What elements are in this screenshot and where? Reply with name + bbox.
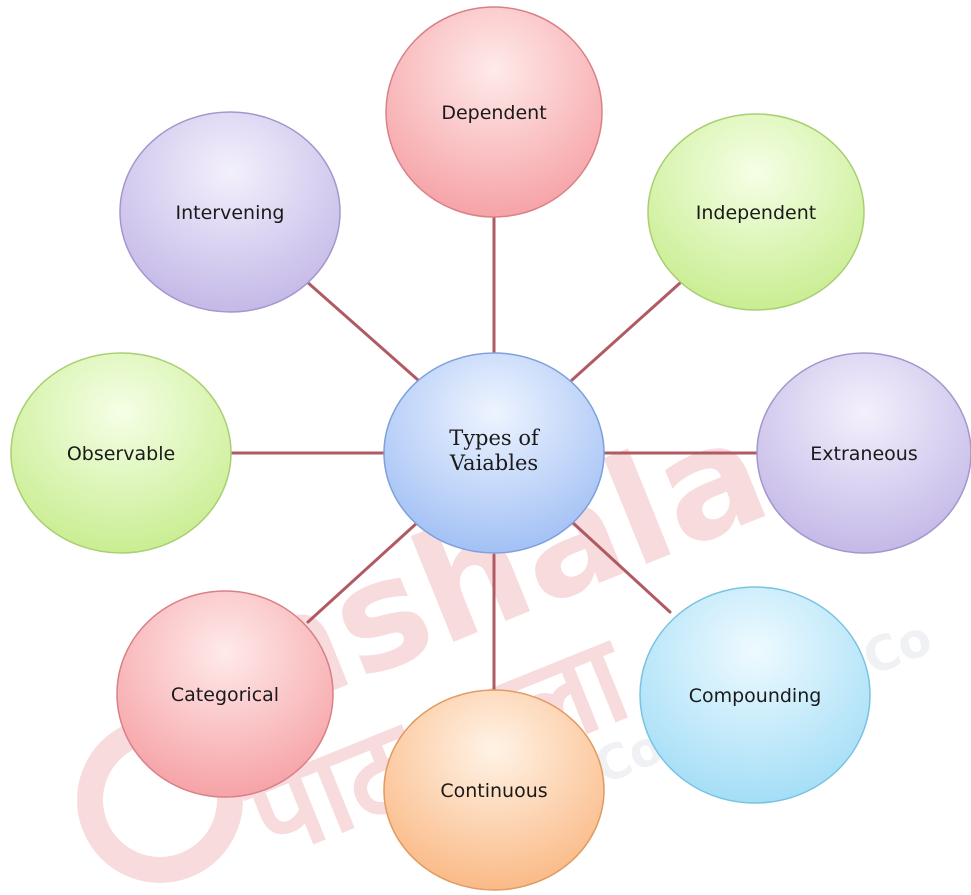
node-continuous: Continuous [383, 689, 605, 891]
node-continuous-circle [383, 689, 605, 891]
node-dependent-circle [385, 6, 603, 218]
node-compounding-label: Compounding [689, 685, 822, 707]
connector-independent [570, 281, 682, 382]
node-compounding: Compounding [639, 586, 871, 804]
node-categorical: Categorical [116, 590, 334, 798]
node-continuous-label: Continuous [440, 780, 547, 802]
node-extraneous-label: Extraneous [810, 443, 917, 465]
node-dependent-label: Dependent [441, 102, 546, 124]
node-dependent: Dependent [385, 6, 603, 218]
node-center-label-line1: Types of [449, 426, 541, 450]
node-center: Types of Vaiables [383, 352, 605, 554]
node-extraneous-circle [756, 352, 971, 554]
node-independent-circle [647, 113, 865, 311]
connector-intervening [304, 279, 420, 382]
node-independent: Independent [647, 113, 865, 311]
node-categorical-label: Categorical [171, 684, 279, 706]
node-intervening-label: Intervening [176, 202, 285, 224]
node-observable-circle [10, 352, 232, 554]
node-independent-label: Independent [696, 202, 816, 224]
node-observable: Observable [10, 352, 232, 554]
node-intervening-circle [119, 111, 341, 313]
node-extraneous: Extraneous [756, 352, 971, 554]
node-compounding-circle [639, 586, 871, 804]
node-center-circle [383, 352, 605, 554]
node-categorical-circle [116, 590, 334, 798]
node-observable-label: Observable [67, 443, 175, 465]
node-intervening: Intervening [119, 111, 341, 313]
node-center-label-line2: Vaiables [449, 451, 538, 475]
connector-categorical [306, 520, 420, 624]
connectors [229, 215, 759, 695]
connector-compounding [570, 520, 672, 614]
